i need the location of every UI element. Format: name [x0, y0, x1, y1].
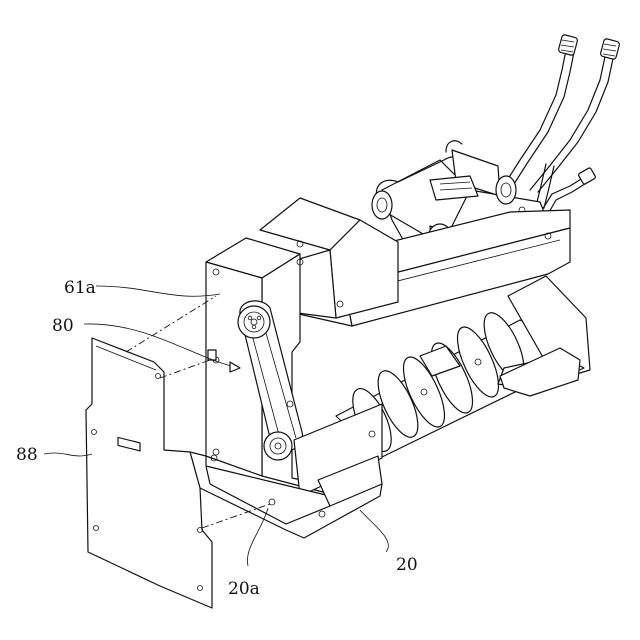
detached-cover [86, 338, 212, 608]
hydraulic-hoses [506, 34, 620, 214]
label-20a: 20a [228, 579, 260, 599]
label-88: 88 [16, 445, 38, 465]
label-20: 20 [396, 555, 418, 575]
label-61a: 61a [64, 278, 96, 298]
label-80: 80 [52, 316, 74, 336]
